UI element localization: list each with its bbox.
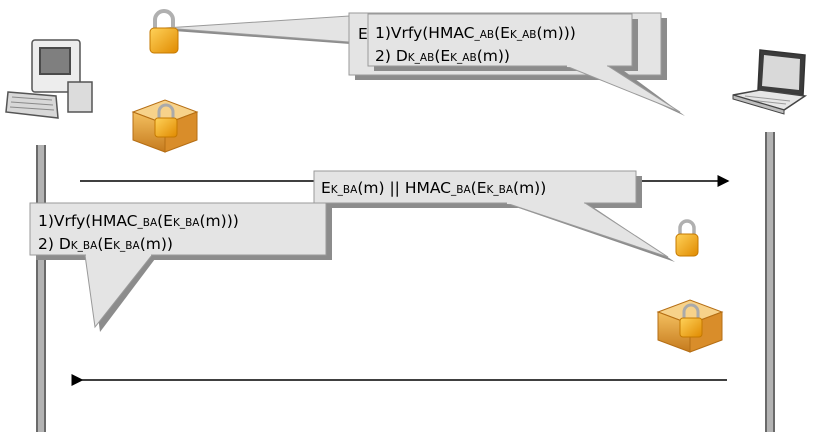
message-label: EK_BA(m) || HMAC_BA(EK_BA(m)) — [321, 179, 546, 197]
laptop-icon — [732, 49, 808, 115]
callout-left-line2: 2) DK_BA(EK_BA(m)) — [38, 235, 173, 253]
desktop-computer-icon — [5, 39, 93, 119]
callout-top-line2: 2) DK_AB(EK_AB(m)) — [375, 47, 510, 65]
padlock-icon — [149, 9, 179, 54]
padlock-icon — [675, 219, 699, 257]
callout-left: 1)Vrfy(HMAC_BA(EK_BA(m))) 2) DK_BA(EK_BA… — [29, 202, 332, 332]
lifeline-right — [765, 132, 775, 432]
callout-top-line1: 1)Vrfy(HMAC_AB(EK_AB(m))) — [375, 24, 576, 42]
locked-box-icon — [656, 299, 724, 353]
lifeline-left — [36, 145, 46, 432]
locked-box-icon — [131, 99, 199, 153]
callout-top: E 1)Vrfy(HMAC_AB(EK_AB(m))) 2) DK_AB(EK_… — [160, 12, 685, 116]
callout-top-back-text: E — [358, 25, 368, 43]
callout-message: EK_BA(m) || HMAC_BA(EK_BA(m)) — [313, 170, 675, 262]
callout-left-line1: 1)Vrfy(HMAC_BA(EK_BA(m))) — [38, 212, 239, 230]
